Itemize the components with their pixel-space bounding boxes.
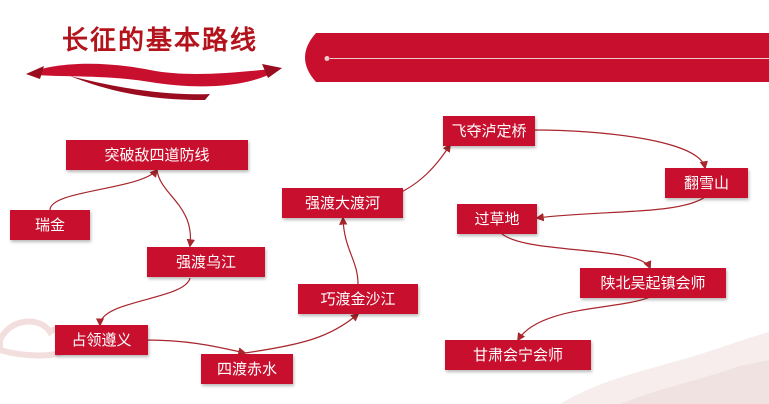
route-node-jinsha: 巧渡金沙江	[298, 284, 418, 314]
route-node-wujiang: 强渡乌江	[147, 247, 265, 277]
connector-chishui-jinsha	[244, 312, 360, 354]
connector-xueshan-caodi	[535, 196, 706, 222]
route-node-zunyi: 占领遵义	[55, 325, 148, 355]
route-node-tupo: 突破敌四道防线	[66, 140, 248, 170]
connector-ruijin-tupo	[49, 168, 159, 211]
title-ribbon-tail-left	[26, 66, 44, 79]
route-node-chishui: 四渡赤水	[201, 354, 293, 384]
title-ribbon	[26, 63, 282, 87]
route-node-dadu: 强渡大渡河	[282, 188, 403, 218]
title-ribbon-fold	[70, 76, 210, 100]
connector-wujiang-zunyi	[95, 277, 191, 327]
header-ribbon-bar	[305, 33, 769, 82]
mountain-decor-right-2	[620, 360, 769, 404]
connector-luding-xueshan	[534, 129, 708, 170]
route-node-luding: 飞夺泸定桥	[443, 116, 535, 146]
route-node-xueshan: 翻雪山	[665, 168, 748, 198]
page-title: 长征的基本路线	[62, 26, 259, 56]
connector-tupo-wujiang	[156, 169, 195, 248]
connector-caodi-shanbei	[499, 231, 652, 270]
connector-shanbei-gansu	[517, 296, 651, 342]
route-node-shanbei: 陕北吴起镇会师	[580, 268, 726, 298]
connector-zunyi-chishui	[144, 339, 247, 356]
header-ribbon-dot	[324, 56, 330, 61]
connector-jinsha-dadu	[339, 216, 359, 285]
route-node-ruijin: 瑞金	[10, 210, 90, 240]
title-ribbon-tail-right	[262, 64, 282, 78]
route-node-gansu: 甘肃会宁会师	[445, 340, 591, 370]
route-node-caodi: 过草地	[457, 204, 537, 234]
